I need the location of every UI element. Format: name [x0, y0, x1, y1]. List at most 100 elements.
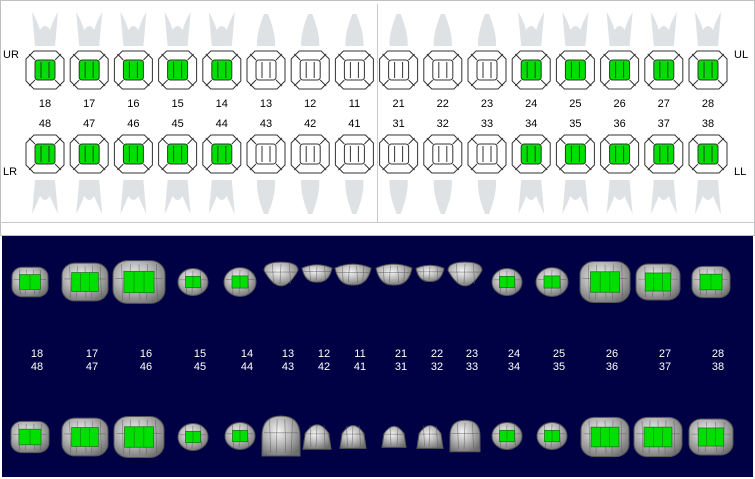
ghost-tooth-lower	[518, 180, 545, 214]
tooth-17[interactable]	[69, 50, 109, 90]
crown-incisor[interactable]	[415, 264, 445, 282]
surface-divider	[673, 163, 681, 171]
crown-lower-number: 32	[431, 361, 443, 373]
tooth-43[interactable]	[246, 134, 286, 174]
tooth-23[interactable]	[467, 50, 507, 90]
crown-premolar[interactable]	[177, 268, 209, 296]
crown-canine[interactable]	[449, 419, 481, 453]
surface-divider	[408, 79, 415, 87]
tooth-33[interactable]	[467, 134, 507, 174]
crown-molar[interactable]	[112, 260, 166, 304]
tooth-14[interactable]	[202, 50, 242, 90]
surface-divider	[496, 163, 504, 171]
crown-molar[interactable]	[61, 417, 109, 457]
tooth-21[interactable]	[379, 50, 419, 90]
crown-incisor[interactable]	[381, 425, 407, 448]
surface-divider	[338, 137, 345, 145]
surface-divider	[293, 163, 301, 171]
crown-premolar[interactable]	[491, 268, 523, 296]
tooth-number-label: 12	[304, 98, 316, 110]
surface-divider	[540, 137, 548, 145]
surface-divider	[231, 53, 239, 61]
crown-premolar[interactable]	[536, 422, 568, 450]
crown-premolar[interactable]	[535, 267, 569, 297]
tooth-32[interactable]	[423, 134, 463, 174]
crown-incisor[interactable]	[334, 263, 372, 286]
tooth-31[interactable]	[379, 134, 419, 174]
surface-divider	[231, 163, 239, 171]
crown-groove	[389, 265, 391, 283]
crown-premolar[interactable]	[223, 267, 257, 297]
crown-molar[interactable]	[579, 261, 631, 303]
tooth-38[interactable]	[688, 134, 728, 174]
tooth-36[interactable]	[600, 134, 640, 174]
tooth-16[interactable]	[113, 50, 153, 90]
crown-premolar[interactable]	[491, 422, 523, 450]
crown-premolar[interactable]	[177, 423, 209, 451]
tooth-22[interactable]	[423, 50, 463, 90]
tooth-27[interactable]	[644, 50, 684, 90]
surface-divider	[117, 163, 124, 171]
surface-divider	[117, 137, 124, 145]
surface-divider	[249, 137, 257, 145]
crown-incisor[interactable]	[416, 425, 444, 449]
crown-molar[interactable]	[688, 418, 734, 456]
tooth-28[interactable]	[688, 50, 728, 90]
crown-molar[interactable]	[113, 416, 165, 458]
crown-canine[interactable]	[263, 261, 299, 287]
tooth-24[interactable]	[511, 50, 551, 90]
tooth-25[interactable]	[555, 50, 595, 90]
crown-groove	[247, 269, 250, 295]
tooth-48[interactable]	[25, 134, 65, 174]
crown-molar[interactable]	[61, 262, 109, 302]
crown-incisor[interactable]	[339, 425, 367, 449]
surface-divider	[452, 79, 460, 87]
tooth-number-label: 21	[392, 98, 404, 110]
tooth-35[interactable]	[555, 134, 595, 174]
crown-molar[interactable]	[633, 416, 683, 458]
tooth-11[interactable]	[334, 50, 374, 90]
tooth-surface-selected	[78, 143, 100, 165]
tooth-34[interactable]	[511, 134, 551, 174]
crown-canine[interactable]	[261, 415, 301, 457]
tooth-number-label: 13	[260, 98, 272, 110]
tooth-41[interactable]	[334, 134, 374, 174]
surface-divider	[426, 79, 434, 87]
tooth-13[interactable]	[246, 50, 286, 90]
crown-incisor[interactable]	[301, 264, 333, 283]
crown-lower-number: 44	[241, 361, 253, 373]
surface-divider	[275, 53, 283, 61]
crown-incisor[interactable]	[375, 263, 413, 286]
crown-molar[interactable]	[11, 266, 49, 298]
tooth-18[interactable]	[25, 50, 65, 90]
tooth-26[interactable]	[600, 50, 640, 90]
crown-incisor[interactable]	[302, 424, 332, 450]
crown-molar[interactable]	[10, 420, 50, 454]
tooth-42[interactable]	[290, 134, 330, 174]
tooth-12[interactable]	[290, 50, 330, 90]
tooth-47[interactable]	[69, 134, 109, 174]
tooth-44[interactable]	[202, 134, 242, 174]
crown-canine[interactable]	[447, 261, 483, 287]
crown-upper-number: 25	[553, 348, 565, 360]
tooth-15[interactable]	[158, 50, 198, 90]
crown-molar[interactable]	[635, 263, 681, 301]
crown-molar[interactable]	[580, 416, 630, 458]
tooth-46[interactable]	[113, 134, 153, 174]
crown-groove	[620, 420, 623, 454]
crown-lower-number: 46	[140, 361, 152, 373]
tooth-number-label: 34	[525, 118, 537, 130]
ghost-tooth-upper	[345, 14, 364, 46]
tooth-number-label: 16	[127, 98, 139, 110]
crown-groove	[463, 422, 466, 450]
crown-groove	[272, 263, 274, 285]
tooth-37[interactable]	[644, 134, 684, 174]
crown-lower-number: 35	[553, 361, 565, 373]
crown-molar[interactable]	[691, 265, 731, 299]
crown-premolar[interactable]	[224, 422, 256, 450]
tooth-45[interactable]	[158, 134, 198, 174]
crown-groove	[673, 420, 676, 454]
ghost-tooth-lower	[477, 180, 497, 214]
